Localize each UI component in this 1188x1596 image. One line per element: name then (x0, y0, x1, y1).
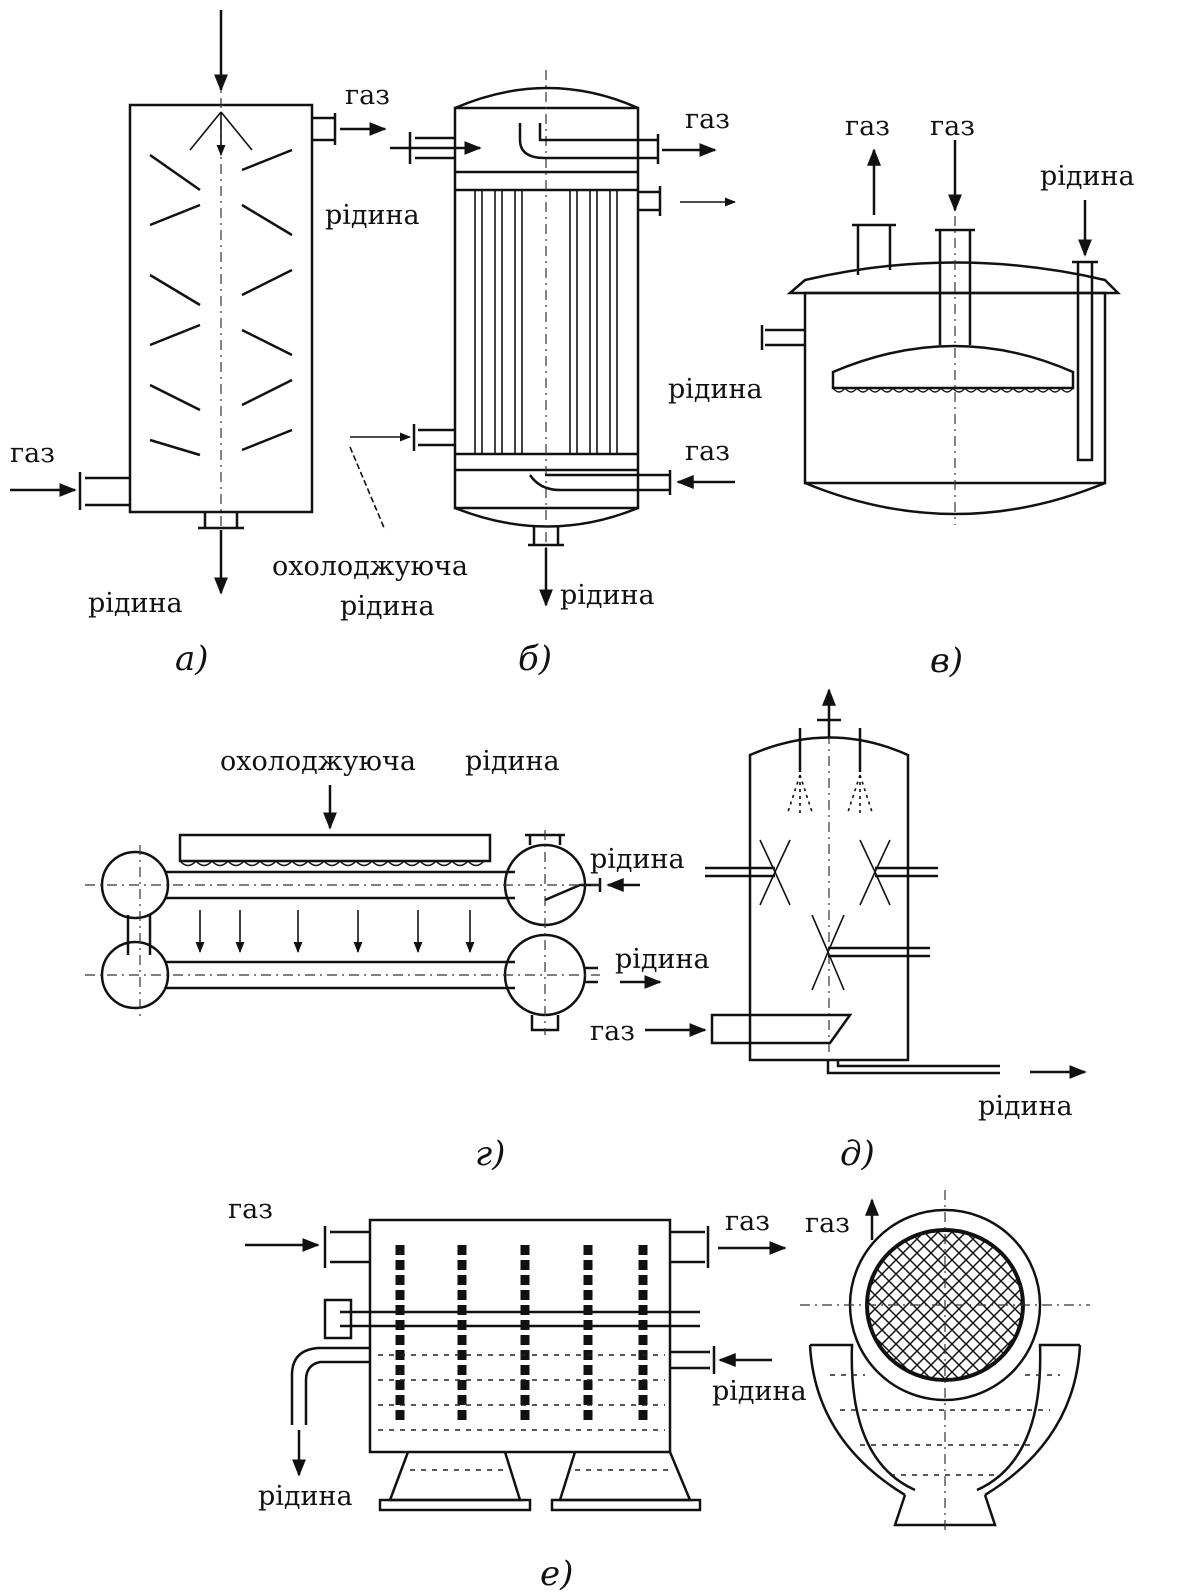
g-cooling-label: охолоджуюча (220, 746, 416, 777)
panel-b-tube-absorber: газ рідина газ охолоджуюча рідина рідина… (272, 70, 737, 679)
panel-d-spray-absorber: газ рідина д) (590, 688, 1087, 1174)
panel-a-baffle-absorber: газ газ рідина а) (10, 10, 390, 679)
d-liquid-out-label: рідина (978, 1091, 1073, 1122)
caption-g: г) (475, 1134, 505, 1174)
b-liquid-in-label: рідина (325, 200, 420, 231)
caption-d: д) (840, 1134, 875, 1174)
e-gas-in-label: газ (228, 1194, 273, 1225)
a-gas-out-label: газ (345, 80, 390, 111)
panel-v-bubbling-absorber: газ газ рідина рідина в) (668, 111, 1135, 681)
panel-e-rotary-absorber: газ газ газ рідина рідина е) (228, 1190, 1090, 1594)
g-liquid-out-label: рідина (615, 944, 710, 975)
b-gas-in-label: газ (685, 436, 730, 467)
e-gas-end-label: газ (805, 1208, 850, 1239)
panel-g-horizontal-absorber: охолоджуюча рідина (85, 746, 710, 1174)
caption-e: е) (540, 1554, 573, 1594)
a-gas-in-label: газ (10, 438, 55, 469)
b-cooling-liquid-label: рідина (340, 591, 435, 622)
e-liquid-out-label: рідина (258, 1481, 353, 1512)
v-gas-in-label: газ (930, 111, 975, 142)
b-liquid-out-label: рідина (560, 580, 655, 611)
g-liquid-in-label: рідина (590, 844, 685, 875)
v-liquid-side-label: рідина (668, 374, 763, 405)
e-liquid-in-label: рідина (712, 1376, 807, 1407)
v-liquid-in-label: рідина (1040, 161, 1135, 192)
e-gas-out-label: газ (725, 1206, 770, 1237)
v-gas-out-label: газ (845, 111, 890, 142)
b-gas-out-label: газ (685, 104, 730, 135)
g-cooling-liquid-label: рідина (465, 746, 560, 777)
b-cooling-label: охолоджуюча (272, 551, 468, 582)
caption-v: в) (930, 641, 963, 681)
d-gas-in-label: газ (590, 1016, 635, 1047)
a-liquid-out-label: рідина (88, 588, 183, 619)
caption-a: а) (175, 639, 209, 679)
caption-b: б) (518, 639, 552, 679)
